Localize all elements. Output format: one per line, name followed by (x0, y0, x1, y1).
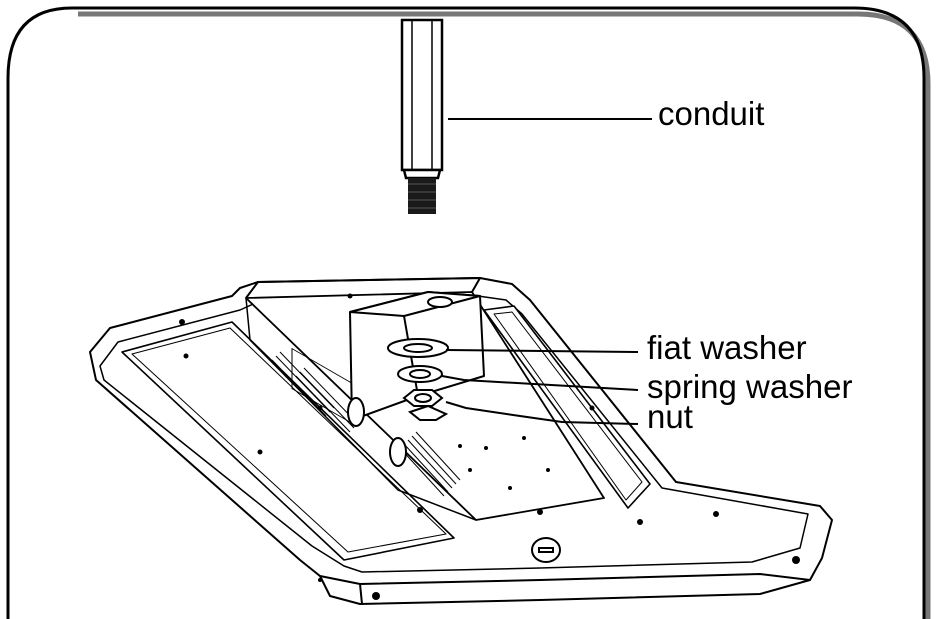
flat-washer (387, 338, 449, 358)
nut-label: nut (647, 398, 693, 435)
mounting-holes (179, 293, 800, 600)
flat-washer-label: fiat washer (647, 329, 807, 366)
diagram-frame (6, 6, 931, 619)
conduit-pipe (400, 18, 444, 180)
spring-washer-label: spring washer (647, 368, 853, 405)
fixture-body (89, 277, 833, 605)
nut (402, 389, 449, 421)
spring-washer (397, 365, 443, 383)
front-label-window (531, 537, 561, 563)
conduit-thread (408, 178, 436, 214)
conduit-label: conduit (658, 95, 765, 132)
leader-lines (441, 118, 652, 425)
